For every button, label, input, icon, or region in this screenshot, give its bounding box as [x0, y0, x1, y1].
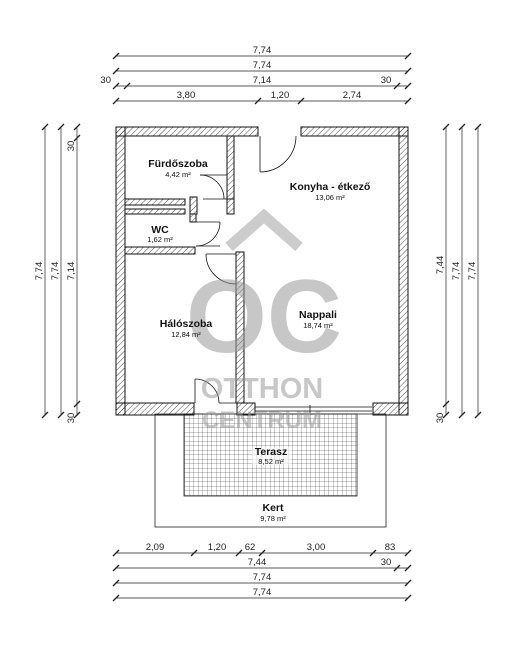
- room-name: Hálószoba: [160, 318, 213, 330]
- top-dimensions: [112, 52, 412, 105]
- room-area: 13,06 m²: [315, 193, 345, 202]
- bottom-dimensions: [112, 549, 412, 602]
- room-name: Kert: [262, 502, 284, 514]
- room-area: 9,78 m²: [260, 514, 286, 523]
- dim-top-4-b: 1,20: [271, 90, 290, 101]
- dim-bottom-3: 7,74: [253, 572, 272, 583]
- dim-bottom-1-c: 62: [245, 542, 256, 553]
- dim-right-inner-bottom: 30: [435, 413, 446, 424]
- dim-bottom-2-a: 7,44: [248, 557, 267, 568]
- room-label-terasz: Terasz 8,52 m²: [252, 446, 292, 466]
- dim-left-outer: 7,74: [34, 262, 45, 281]
- dim-bottom-2-b: 30: [381, 557, 392, 568]
- room-label-konyha-etkezo: Konyha - étkező 13,06 m²: [290, 181, 371, 202]
- dim-bottom-1-e: 83: [385, 542, 396, 553]
- left-dimensions: [41, 123, 81, 419]
- room-name: WC: [151, 224, 169, 236]
- otthon-centrum-watermark: OC OTTHON CENTRUM: [186, 208, 342, 434]
- dim-right-mid: 7,74: [451, 262, 462, 281]
- room-area: 8,52 m²: [258, 457, 284, 466]
- room-name: Konyha - étkező: [290, 181, 371, 193]
- walls: [115, 126, 409, 416]
- dim-left-inner: 7,14: [66, 262, 77, 281]
- room-label-wc: WC 1,62 m²: [147, 224, 173, 244]
- house-roof-icon: [225, 208, 303, 252]
- dim-bottom-1-d: 3,00: [307, 542, 326, 553]
- dim-top-2: 7,74: [253, 60, 272, 71]
- dim-bottom-4: 7,74: [253, 587, 272, 598]
- room-area: 12,84 m²: [171, 330, 201, 339]
- dim-top-3-mid: 7,14: [253, 75, 272, 86]
- dim-top-4-a: 3,80: [177, 90, 196, 101]
- dim-top-4-c: 2,74: [343, 90, 362, 101]
- dim-left-mid: 7,74: [50, 262, 61, 281]
- room-label-furdoszoba: Fürdőszoba 4,42 m²: [148, 158, 208, 179]
- dim-left-inner-bottom: 30: [66, 413, 77, 424]
- room-area: 18,74 m²: [303, 321, 333, 330]
- doors: [194, 135, 372, 413]
- dim-left-inner-top: 30: [66, 141, 77, 152]
- room-area: 4,42 m²: [165, 170, 191, 179]
- watermark-line1: OTTHON: [201, 373, 323, 405]
- watermark-line2: CENTRUM: [202, 407, 322, 434]
- dim-right-outer: 7,74: [467, 262, 478, 281]
- dim-bottom-1-b: 1,20: [208, 542, 227, 553]
- room-label-nappali: Nappali 18,74 m²: [299, 309, 337, 330]
- terrace-label-bg: [252, 447, 292, 465]
- dim-right-inner: 7,44: [435, 256, 446, 275]
- dim-top-1: 7,74: [253, 45, 272, 56]
- dim-bottom-1-a: 2,09: [146, 542, 165, 553]
- room-name: Fürdőszoba: [148, 158, 208, 170]
- watermark-monogram: OC: [186, 259, 342, 375]
- dim-top-3-right: 30: [381, 75, 392, 86]
- dim-top-3-left: 30: [100, 75, 111, 86]
- room-name: Terasz: [255, 446, 288, 458]
- right-dimensions: [442, 123, 482, 419]
- room-label-haloszoba: Hálószoba 12,84 m²: [160, 318, 213, 339]
- room-label-kert: Kert 9,78 m²: [260, 502, 286, 523]
- room-area: 1,62 m²: [147, 235, 173, 244]
- room-name: Nappali: [299, 309, 337, 321]
